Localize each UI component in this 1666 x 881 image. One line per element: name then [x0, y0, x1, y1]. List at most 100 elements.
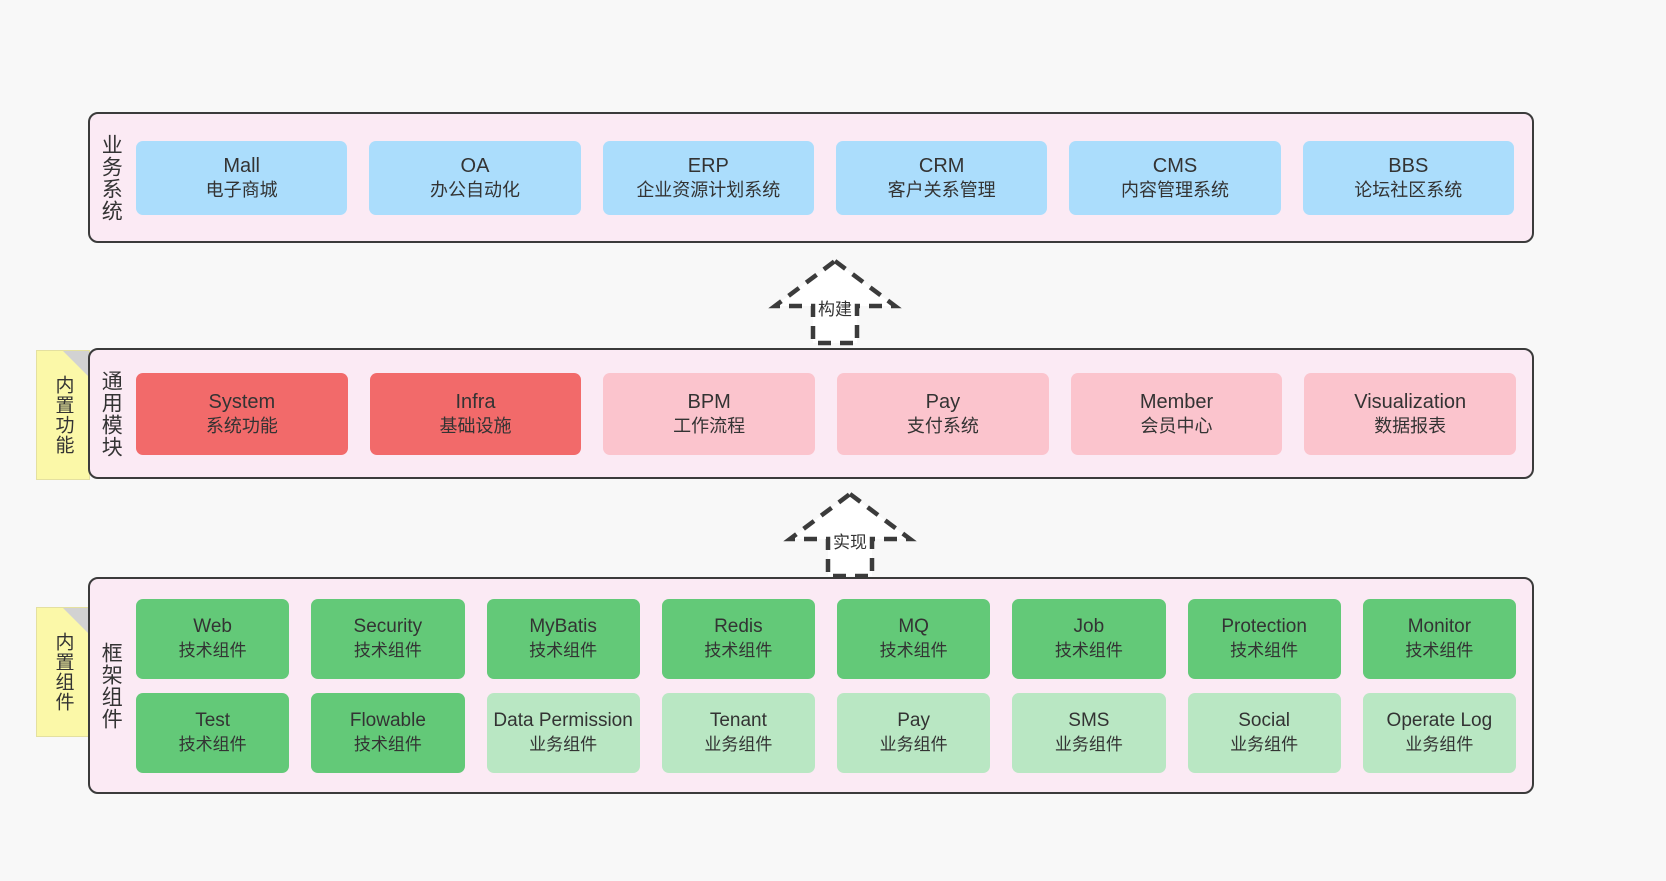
card-subtitle: 业务组件 — [879, 734, 948, 754]
card-title: Pay — [897, 710, 930, 732]
card-title: Data Permission — [493, 710, 633, 732]
card-cms[interactable]: CMS 内容管理系统 — [1069, 140, 1281, 215]
card-subtitle: 技术组件 — [178, 640, 247, 660]
card-redis[interactable]: Redis 技术组件 — [661, 598, 815, 679]
card-subtitle: 技术组件 — [1405, 640, 1474, 660]
card-data-permission[interactable]: Data Permission 业务组件 — [486, 692, 640, 773]
card-sms[interactable]: SMS 业务组件 — [1012, 692, 1166, 773]
card-title: Flowable — [349, 710, 426, 732]
card-infra[interactable]: Infra 基础设施 — [369, 372, 582, 455]
card-subtitle: 支付系统 — [906, 415, 979, 436]
card-title: Tenant — [709, 710, 767, 732]
card-mq[interactable]: MQ 技术组件 — [837, 598, 991, 679]
card-subtitle: 技术组件 — [353, 734, 422, 754]
connector-implement: 实现 — [760, 489, 940, 581]
layer-panel-business: 业务系统 Mall 电子商城 OA 办公自动化 ERP 企业资源计划系统 CRM — [88, 112, 1534, 243]
card-row: System 系统功能 Infra 基础设施 BPM 工作流程 Pay 支付系统… — [136, 372, 1517, 455]
card-title: Operate Log — [1386, 710, 1493, 732]
layer-title-business: 业务系统 — [99, 133, 123, 222]
card-title: System — [208, 390, 276, 413]
card-subtitle: 技术组件 — [879, 640, 948, 660]
card-title: MQ — [898, 616, 929, 638]
card-flowable[interactable]: Flowable 技术组件 — [311, 692, 465, 773]
card-subtitle: 数据报表 — [1374, 415, 1447, 436]
card-mall[interactable]: Mall 电子商城 — [136, 140, 348, 215]
card-title: Member — [1139, 390, 1214, 413]
card-visualization[interactable]: Visualization 数据报表 — [1304, 372, 1517, 455]
card-protection[interactable]: Protection 技术组件 — [1187, 598, 1341, 679]
card-title: Test — [195, 710, 231, 732]
card-oa[interactable]: OA 办公自动化 — [369, 140, 581, 215]
card-test[interactable]: Test 技术组件 — [136, 692, 290, 773]
card-title: Job — [1073, 616, 1105, 638]
card-title: Monitor — [1407, 616, 1472, 638]
card-subtitle: 业务组件 — [1054, 734, 1123, 754]
layer-title-modules: 通用模块 — [99, 369, 123, 458]
card-subtitle: 企业资源计划系统 — [636, 179, 781, 200]
connector-build: 构建 — [745, 256, 925, 348]
card-crm[interactable]: CRM 客户关系管理 — [835, 140, 1048, 215]
layer-panel-framework: 框架组件 Web 技术组件 Security 技术组件 MyBatis 技术组件… — [88, 577, 1534, 794]
layer-body-business: Mall 电子商城 OA 办公自动化 ERP 企业资源计划系统 CRM 客户关系… — [130, 114, 1532, 241]
layer-body-modules: System 系统功能 Infra 基础设施 BPM 工作流程 Pay 支付系统… — [130, 350, 1532, 477]
card-pay[interactable]: Pay 支付系统 — [837, 372, 1049, 455]
card-bbs[interactable]: BBS 论坛社区系统 — [1302, 140, 1514, 215]
card-tenant[interactable]: Tenant 业务组件 — [661, 692, 815, 773]
card-mybatis[interactable]: MyBatis 技术组件 — [486, 598, 640, 679]
card-title: Visualization — [1354, 390, 1467, 413]
card-subtitle: 业务组件 — [1405, 734, 1474, 754]
layer-body-framework: Web 技术组件 Security 技术组件 MyBatis 技术组件 Redi… — [130, 579, 1532, 792]
card-title: Web — [193, 616, 232, 638]
connector-label: 构建 — [818, 300, 852, 319]
card-system[interactable]: System 系统功能 — [136, 372, 348, 455]
card-title: Pay — [925, 390, 961, 413]
card-title: BBS — [1388, 154, 1429, 177]
card-erp[interactable]: ERP 企业资源计划系统 — [602, 140, 814, 215]
card-title: Protection — [1221, 616, 1307, 638]
card-job[interactable]: Job 技术组件 — [1012, 598, 1166, 679]
card-title: Security — [353, 616, 423, 638]
card-subtitle: 技术组件 — [529, 640, 598, 660]
card-row: Mall 电子商城 OA 办公自动化 ERP 企业资源计划系统 CRM 客户关系… — [136, 140, 1514, 215]
layer-panel-modules: 通用模块 System 系统功能 Infra 基础设施 BPM 工作流程 Pay — [88, 348, 1534, 479]
connector-label: 实现 — [833, 533, 867, 552]
card-subtitle: 业务组件 — [704, 734, 773, 754]
card-bpm[interactable]: BPM 工作流程 — [603, 372, 816, 455]
card-subtitle: 技术组件 — [1054, 640, 1123, 660]
card-subtitle: 论坛社区系统 — [1354, 179, 1463, 200]
card-security[interactable]: Security 技术组件 — [311, 598, 465, 679]
card-title: BPM — [687, 390, 731, 413]
card-monitor[interactable]: Monitor 技术组件 — [1362, 598, 1516, 679]
card-row: Test 技术组件 Flowable 技术组件 Data Permission … — [136, 692, 1516, 773]
card-subtitle: 工作流程 — [673, 415, 746, 436]
layer-title-framework: 框架组件 — [99, 641, 123, 730]
card-subtitle: 系统功能 — [205, 415, 278, 436]
card-title: OA — [460, 154, 490, 177]
card-subtitle: 技术组件 — [704, 640, 773, 660]
sticky-note-builtin-features: 内置功能 — [36, 350, 90, 480]
card-subtitle: 客户关系管理 — [887, 179, 996, 200]
card-subtitle: 技术组件 — [178, 734, 247, 754]
card-title: SMS — [1068, 710, 1110, 732]
card-pay-business[interactable]: Pay 业务组件 — [837, 692, 991, 773]
card-operate-log[interactable]: Operate Log 业务组件 — [1362, 692, 1516, 773]
card-title: CRM — [918, 154, 965, 177]
sticky-note-label: 内置组件 — [52, 632, 74, 712]
card-row: Web 技术组件 Security 技术组件 MyBatis 技术组件 Redi… — [136, 598, 1516, 679]
card-subtitle: 内容管理系统 — [1120, 179, 1229, 200]
card-title: MyBatis — [529, 616, 597, 638]
card-title: ERP — [687, 154, 729, 177]
generalization-arrow-icon — [768, 258, 902, 346]
card-social[interactable]: Social 业务组件 — [1187, 692, 1341, 773]
card-member[interactable]: Member 会员中心 — [1070, 372, 1283, 455]
sticky-note-label: 内置功能 — [52, 375, 74, 455]
card-subtitle: 业务组件 — [1230, 734, 1299, 754]
card-web[interactable]: Web 技术组件 — [136, 598, 290, 679]
card-title: CMS — [1152, 154, 1198, 177]
card-title: Mall — [223, 154, 260, 177]
generalization-arrow-icon — [783, 491, 917, 579]
card-subtitle: 技术组件 — [353, 640, 422, 660]
card-subtitle: 办公自动化 — [429, 179, 520, 200]
sticky-note-builtin-components: 内置组件 — [36, 607, 90, 737]
